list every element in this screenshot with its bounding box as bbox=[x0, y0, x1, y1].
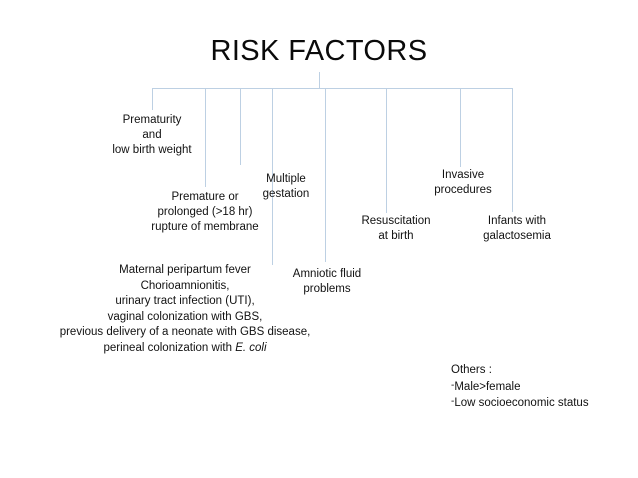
connector-stem-multiple-gestation bbox=[240, 88, 241, 165]
connector-stem-galactosemia bbox=[512, 88, 513, 212]
bullet-dash-icon: - bbox=[451, 396, 455, 408]
maternal-line-last: perineal colonization with E. coli bbox=[40, 341, 330, 357]
branch-label-amniotic-fluid-problems: Amniotic fluid problems bbox=[292, 268, 362, 296]
maternal-line: previous delivery of a neonate with GBS … bbox=[59, 326, 311, 339]
connector-horizontal-bar bbox=[152, 88, 513, 89]
bullet-dash-icon: - bbox=[451, 379, 455, 391]
branch-label-resuscitation-at-birth: Resuscitation at birth bbox=[361, 215, 431, 243]
connector-title-riser bbox=[319, 72, 320, 89]
connector-stem-invasive-procedures bbox=[460, 88, 461, 167]
connector-stem-prematurity bbox=[152, 88, 153, 110]
maternal-last-line-organism: E. coli bbox=[235, 341, 267, 354]
branch-label-prematurity-low-birth-weight: Prematurity and low birth weight bbox=[112, 114, 192, 157]
connector-stem-premature-rupture bbox=[205, 88, 206, 187]
maternal-line: vaginal colonization with GBS, bbox=[107, 310, 263, 323]
branch-label-invasive-procedures: Invasive procedures bbox=[434, 169, 492, 197]
connector-stem-amniotic-fluid bbox=[325, 88, 326, 262]
others-item-label: Male>female bbox=[454, 380, 521, 393]
connector-stem-resuscitation bbox=[386, 88, 387, 213]
others-block: Others : -Male>female -Low socioeconomic… bbox=[451, 362, 631, 412]
others-list-item: -Low socioeconomic status bbox=[451, 395, 631, 412]
maternal-line: urinary tract infection (UTI), bbox=[115, 295, 255, 308]
others-list-item: -Male>female bbox=[451, 379, 631, 396]
others-heading: Others : bbox=[451, 364, 492, 376]
maternal-line: Maternal peripartum fever bbox=[119, 264, 251, 276]
page-title: RISK FACTORS bbox=[210, 35, 428, 67]
maternal-risk-factors-block: Maternal peripartum fever Chorioamnionit… bbox=[40, 263, 330, 356]
maternal-line: Chorioamnionitis, bbox=[140, 279, 230, 292]
branch-label-premature-prolonged-rupture: Premature or prolonged (>18 hr) rupture … bbox=[151, 191, 259, 234]
maternal-last-line-text: perineal colonization with bbox=[103, 341, 236, 354]
connector-stem-maternal bbox=[272, 88, 273, 265]
branch-label-infants-with-galactosemia: Infants with galactosemia bbox=[483, 215, 551, 243]
others-item-label: Low socioeconomic status bbox=[454, 397, 589, 410]
branch-label-multiple-gestation: Multiple gestation bbox=[262, 173, 310, 201]
